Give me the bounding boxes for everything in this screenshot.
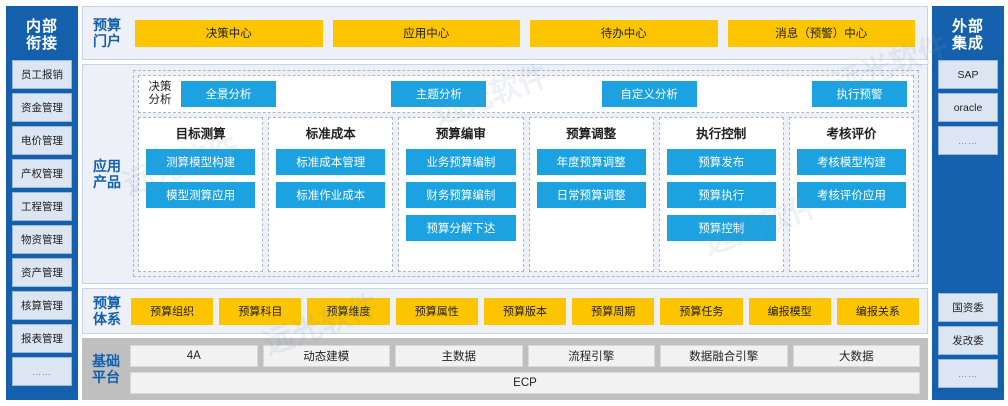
budget-system-item-8[interactable]: 编报关系 xyxy=(836,297,919,325)
left-rail-title: 内部 衔接 xyxy=(25,18,58,52)
platform-item-1[interactable]: 动态建模 xyxy=(262,344,390,367)
platform-item-3[interactable]: 流程引擎 xyxy=(527,344,655,367)
left-rail-item-4[interactable]: 工程管理 xyxy=(12,192,72,221)
product-item-4-1[interactable]: 预算执行 xyxy=(666,182,776,208)
product-column-5: 考核评价考核模型构建考核评价应用 xyxy=(788,117,915,272)
product-column-3: 预算调整年度预算调整日常预算调整 xyxy=(528,117,654,272)
portal-button-2[interactable]: 待办中心 xyxy=(530,19,718,47)
left-rail-item-6[interactable]: 资产管理 xyxy=(12,258,72,287)
budget-system-item-0[interactable]: 预算组织 xyxy=(131,297,214,325)
left-rail-item-3[interactable]: 产权管理 xyxy=(12,159,72,188)
platform-wide-item-0[interactable]: ECP xyxy=(130,371,920,394)
base-platform-row-2: ECP xyxy=(130,371,920,394)
product-columns: 目标测算测算模型构建模型测算应用标准成本标准成本管理标准作业成本预算编审业务预算… xyxy=(138,117,915,272)
product-item-2-0[interactable]: 业务预算编制 xyxy=(406,149,516,175)
budget-system-items: 预算组织预算科目预算维度预算属性预算版本预算周期预算任务编报模型编报关系 xyxy=(131,289,927,333)
portal-button-0[interactable]: 决策中心 xyxy=(135,19,323,47)
left-rail-item-5[interactable]: 物资管理 xyxy=(12,225,72,254)
products-body: 决策 分析 全景分析 主题分析 自定义分析 执行预警 目标测算测算模型构建模型测算应用… xyxy=(131,65,927,283)
right-rail-top-item-1[interactable]: oracle xyxy=(938,93,998,122)
product-column-title-1: 标准成本 xyxy=(305,127,356,141)
base-platform-label: 基础 平台 xyxy=(92,353,120,385)
right-rail-top-item-2[interactable]: …… xyxy=(938,126,998,155)
left-rail-item-0[interactable]: 员工报销 xyxy=(12,60,72,89)
left-rail-items: 员工报销资金管理电价管理产权管理工程管理物资管理资产管理核算管理报表管理 …… xyxy=(12,60,72,390)
portal-button-3[interactable]: 消息（预警）中心 xyxy=(727,19,915,47)
budget-system-item-4[interactable]: 预算版本 xyxy=(483,297,567,325)
product-item-4-2[interactable]: 预算控制 xyxy=(666,215,776,241)
platform-item-2[interactable]: 主数据 xyxy=(395,344,523,367)
center-column: 预算 门户 决策中心应用中心待办中心消息（预警）中心 应用 产品 决策 分析 全… xyxy=(82,6,928,400)
right-rail-bottom-item-0[interactable]: 国资委 xyxy=(938,293,998,322)
product-item-2-2[interactable]: 预算分解下达 xyxy=(406,215,516,241)
portal-button-1[interactable]: 应用中心 xyxy=(332,19,520,47)
product-item-0-1[interactable]: 模型测算应用 xyxy=(146,182,256,208)
product-column-title-4: 执行控制 xyxy=(696,127,747,141)
platform-item-5[interactable]: 大数据 xyxy=(792,344,920,367)
budget-system-item-7[interactable]: 编报模型 xyxy=(748,297,831,325)
right-rail-bottom-items: 国资委发改委 …… xyxy=(938,293,998,392)
products-band: 应用 产品 决策 分析 全景分析 主题分析 自定义分析 执行预警 目标测算测算模型构建… xyxy=(82,64,928,284)
right-rail-top-item-0[interactable]: SAP xyxy=(938,60,998,89)
decision-button-3[interactable]: 执行预警 xyxy=(811,81,907,107)
left-rail-item-1[interactable]: 资金管理 xyxy=(12,93,72,122)
product-column-0: 目标测算测算模型构建模型测算应用 xyxy=(138,117,264,272)
left-rail-item-2[interactable]: 电价管理 xyxy=(12,126,72,155)
decision-button-1[interactable]: 主题分析 xyxy=(391,81,487,107)
left-rail-item-7[interactable]: 核算管理 xyxy=(12,291,72,320)
product-item-2-1[interactable]: 财务预算编制 xyxy=(406,182,516,208)
product-column-title-3: 预算调整 xyxy=(566,127,617,141)
portal-band: 预算 门户 决策中心应用中心待办中心消息（预警）中心 xyxy=(82,6,928,60)
left-rail-internal-integration: 内部 衔接 员工报销资金管理电价管理产权管理工程管理物资管理资产管理核算管理报表… xyxy=(6,6,78,400)
right-rail-external-integration: 外部 集成 SAP oracle …… 国资委发改委 …… xyxy=(932,6,1004,400)
platform-item-0[interactable]: 4A xyxy=(130,344,258,367)
products-band-label: 应用 产品 xyxy=(93,158,121,190)
decision-analysis-row: 决策 分析 全景分析 主题分析 自定义分析 执行预警 xyxy=(138,75,914,113)
product-item-4-0[interactable]: 预算发布 xyxy=(666,149,776,175)
budget-system-item-3[interactable]: 预算属性 xyxy=(395,297,478,325)
right-rail-bottom-item-1[interactable]: 发改委 xyxy=(938,326,998,355)
product-column-title-0: 目标测算 xyxy=(175,127,226,141)
left-rail-item-8[interactable]: 报表管理 xyxy=(12,324,72,353)
right-rail-top-items: SAP oracle …… xyxy=(938,60,998,159)
portal-buttons: 决策中心应用中心待办中心消息（预警）中心 xyxy=(131,7,927,59)
product-item-1-0[interactable]: 标准成本管理 xyxy=(276,149,386,175)
budget-system-item-1[interactable]: 预算科目 xyxy=(219,297,302,325)
budget-system-item-2[interactable]: 预算维度 xyxy=(307,297,390,325)
product-item-1-1[interactable]: 标准作业成本 xyxy=(276,182,386,208)
product-item-3-1[interactable]: 日常预算调整 xyxy=(536,182,646,208)
product-item-3-0[interactable]: 年度预算调整 xyxy=(536,149,646,175)
budget-system-item-6[interactable]: 预算任务 xyxy=(660,297,743,325)
decision-analysis-label: 决策 分析 xyxy=(148,81,172,106)
portal-band-label: 预算 门户 xyxy=(93,17,121,49)
product-column-title-5: 考核评价 xyxy=(826,127,877,141)
budget-system-band: 预算 体系 预算组织预算科目预算维度预算属性预算版本预算周期预算任务编报模型编报… xyxy=(82,288,928,334)
product-item-0-0[interactable]: 测算模型构建 xyxy=(146,149,256,175)
decision-analysis-buttons: 全景分析 主题分析 自定义分析 执行预警 xyxy=(181,81,907,107)
product-column-title-2: 预算编审 xyxy=(435,127,486,141)
product-column-1: 标准成本标准成本管理标准作业成本 xyxy=(268,117,394,272)
left-rail-item-9[interactable]: …… xyxy=(12,357,72,386)
budget-system-item-5[interactable]: 预算周期 xyxy=(572,297,655,325)
platform-item-4[interactable]: 数据融合引擎 xyxy=(660,344,788,367)
product-column-2: 预算编审业务预算编制财务预算编制预算分解下达 xyxy=(398,117,524,272)
product-column-4: 执行控制预算发布预算执行预算控制 xyxy=(658,117,784,272)
products-outer-frame: 决策 分析 全景分析 主题分析 自定义分析 执行预警 目标测算测算模型构建模型测算应用… xyxy=(133,70,919,277)
right-rail-bottom-item-2[interactable]: …… xyxy=(938,359,998,388)
decision-button-2[interactable]: 自定义分析 xyxy=(601,81,697,107)
right-rail-title: 外部 集成 xyxy=(951,18,984,52)
product-item-5-0[interactable]: 考核模型构建 xyxy=(796,149,907,175)
product-item-5-1[interactable]: 考核评价应用 xyxy=(796,182,907,208)
decision-button-0[interactable]: 全景分析 xyxy=(181,81,276,107)
budget-system-label: 预算 体系 xyxy=(93,295,121,327)
